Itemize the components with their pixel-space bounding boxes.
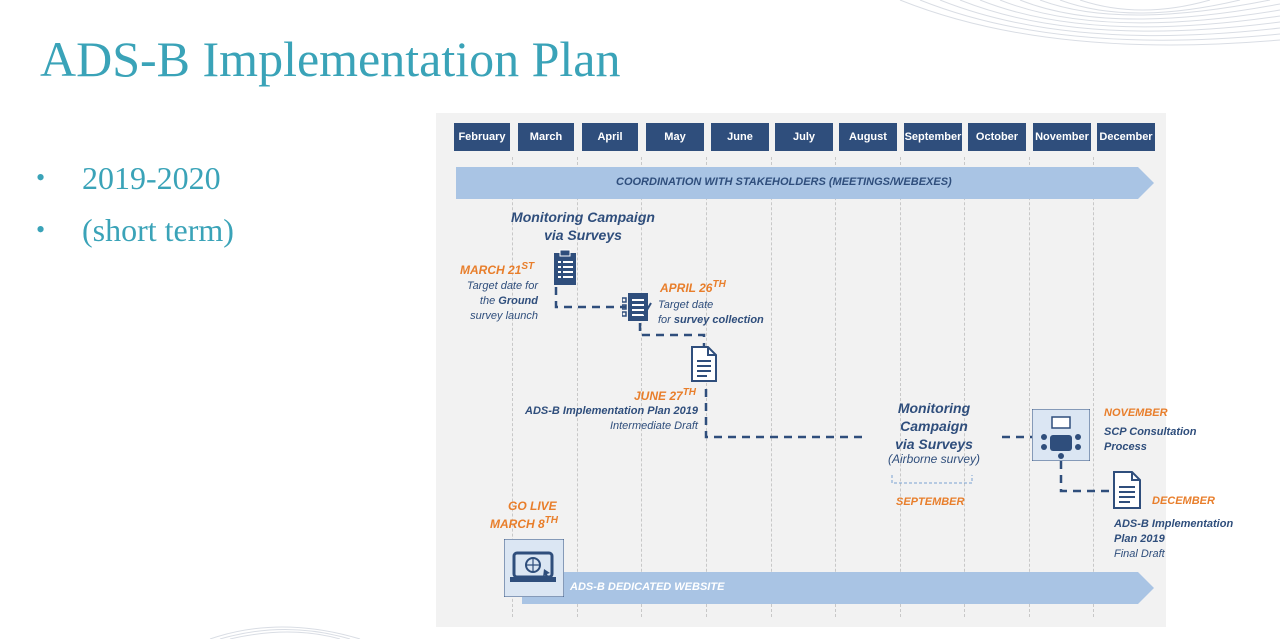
page-title: ADS-B Implementation Plan — [40, 31, 621, 87]
timeline-panel: February March April May June July Augus… — [436, 113, 1233, 627]
note-bold: Ground — [498, 295, 538, 307]
november-note: SCP Consultation Process — [1104, 425, 1224, 455]
month-divider — [771, 157, 772, 617]
note-text: the — [479, 295, 499, 307]
month-divider — [706, 157, 707, 617]
monitoring-title-line: via Surveys — [544, 227, 622, 243]
month-divider — [1029, 157, 1030, 617]
note-line: ADS-B Implementation — [1114, 518, 1234, 530]
campaign-title-line: via Surveys — [895, 436, 973, 452]
month-header: May — [646, 123, 704, 151]
bullet-text: (short term) — [82, 212, 234, 248]
date-text: April 26 — [660, 281, 713, 295]
note-text: for — [658, 314, 674, 326]
website-banner-arrow — [522, 572, 1154, 604]
website-banner-label: ADS-B Dedicated Website — [570, 581, 725, 593]
month-header: April — [582, 123, 638, 151]
march21-date: March 21st — [460, 261, 534, 277]
month-divider — [835, 157, 836, 617]
connector-dashed — [704, 389, 868, 439]
meeting-icon — [1032, 409, 1090, 461]
date-sup: th — [682, 387, 697, 398]
campaign-title-line: Campaign — [900, 418, 968, 434]
document-icon — [1113, 471, 1141, 509]
note-line: the Ground — [458, 294, 538, 309]
document-icon — [691, 346, 717, 382]
stakeholder-banner-label: Coordination with Stakeholders (meetings… — [616, 176, 952, 188]
bullet-item: • (short term) — [36, 204, 234, 256]
golive-label: Go Live — [508, 499, 557, 513]
bracket-dashed — [891, 475, 973, 484]
golive-date: March 8th — [490, 515, 558, 531]
month-divider — [1093, 157, 1094, 617]
april26-date: April 26th — [660, 279, 726, 295]
date-text: March 8 — [490, 517, 545, 531]
bullet-item: • 2019-2020 — [36, 152, 234, 204]
september-date: September — [896, 496, 965, 508]
november-date: November — [1104, 407, 1168, 419]
note-line: ADS-B Implementation Plan 2019 — [525, 405, 698, 417]
note-line: Final Draft — [1114, 548, 1165, 560]
stakeholder-banner-arrow — [456, 167, 1154, 199]
month-divider — [964, 157, 965, 617]
june27-date: June 27th — [634, 387, 696, 403]
connector-dashed — [1059, 461, 1112, 493]
note-line: SCP Consultation — [1104, 426, 1197, 438]
april26-note: Target date for survey collection — [658, 298, 808, 328]
note-bold: survey collection — [673, 314, 764, 326]
connector-dashed — [638, 323, 706, 349]
note-line: Target date — [658, 299, 714, 311]
connector-dashed — [1002, 435, 1032, 439]
monitoring-title-line: Monitoring Campaign — [511, 209, 655, 225]
month-header: October — [968, 123, 1026, 151]
note-line: survey launch — [470, 310, 538, 322]
month-divider — [641, 157, 642, 617]
date-text: June 27 — [634, 389, 683, 403]
march21-note: Target date for the Ground survey launch — [458, 279, 538, 324]
month-header: February — [454, 123, 510, 151]
month-divider — [900, 157, 901, 617]
december-date: December — [1152, 495, 1215, 507]
december-note: ADS-B Implementation Plan 2019 Final Dra… — [1114, 517, 1254, 562]
june27-note: ADS-B Implementation Plan 2019 Intermedi… — [506, 404, 698, 434]
note-line: Target date for — [466, 280, 538, 292]
website-icon — [504, 539, 564, 597]
month-header: December — [1097, 123, 1155, 151]
date-sup: st — [521, 261, 535, 272]
bullet-text: 2019-2020 — [82, 160, 221, 196]
checklist-icon — [622, 293, 652, 321]
month-divider — [512, 157, 513, 617]
monitoring-campaign-title: Monitoring Campaign via Surveys — [508, 208, 658, 244]
note-line: Plan 2019 — [1114, 533, 1165, 545]
connector-dashed — [554, 287, 626, 309]
clipboard-icon — [554, 249, 576, 285]
bullet-dot-icon: • — [36, 163, 46, 192]
note-line: for survey collection — [658, 313, 808, 328]
month-header: August — [839, 123, 897, 151]
date-sup: th — [544, 515, 559, 526]
bullet-list: • 2019-2020 • (short term) — [36, 152, 234, 256]
airborne-campaign-title: Monitoring Campaign via Surveys — [862, 399, 1006, 453]
month-header: March — [518, 123, 574, 151]
month-header: November — [1033, 123, 1091, 151]
bullet-dot-icon: • — [36, 215, 46, 244]
campaign-title-line: Monitoring — [897, 400, 971, 416]
month-header: June — [711, 123, 769, 151]
month-divider — [577, 157, 578, 617]
date-sup: th — [712, 279, 726, 290]
airborne-survey-sub: (Airborne survey) — [887, 452, 981, 466]
date-text: March 21 — [460, 263, 522, 277]
month-header: July — [775, 123, 833, 151]
note-line: Intermediate Draft — [609, 420, 698, 432]
month-header: September — [904, 123, 962, 151]
note-line: Process — [1104, 441, 1147, 453]
